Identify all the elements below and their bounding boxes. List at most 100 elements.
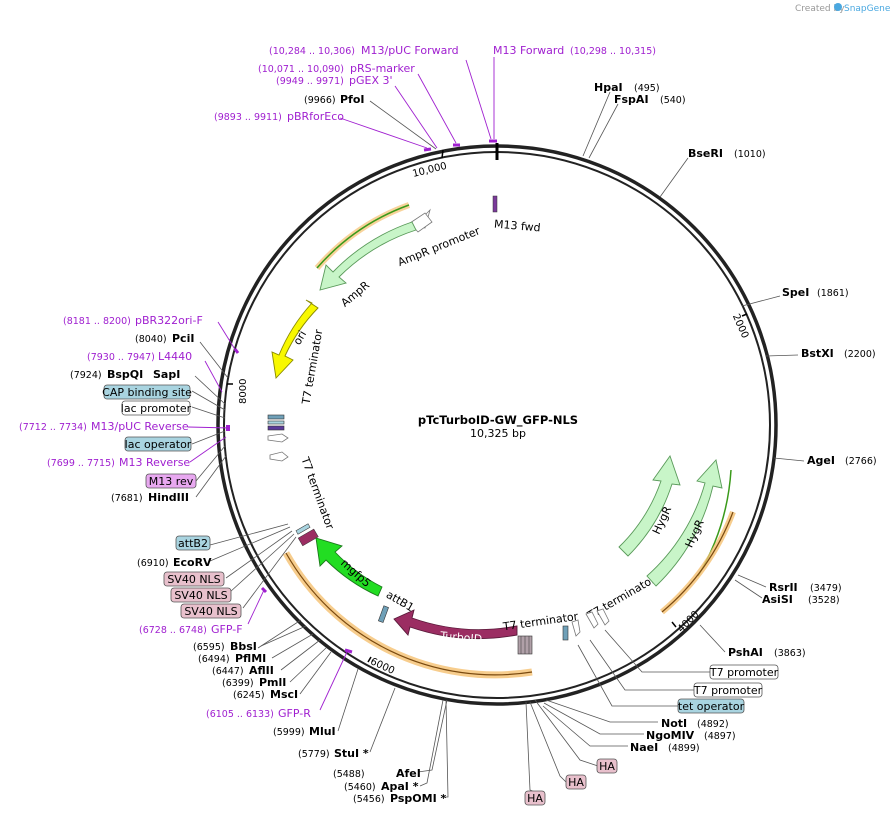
box-lac-operator	[124, 436, 192, 452]
sites-right: HpaI (495) FspAI (540) BseRI (1010) SpeI…	[524, 81, 877, 806]
feature-arrow	[596, 608, 610, 626]
lead-line	[337, 668, 359, 732]
primer-lead	[204, 360, 223, 393]
lead-line	[209, 526, 291, 562]
lead-line	[588, 103, 619, 159]
lead-line	[229, 533, 295, 593]
primer-lead	[319, 651, 348, 711]
feature-label-attb1: attB1	[384, 588, 416, 614]
primer-lead	[189, 436, 227, 463]
lead-line	[737, 574, 767, 588]
site-pos-agei: (2766)	[845, 456, 877, 467]
primer-name-pbr322ori-f: pBR322ori-F	[135, 314, 203, 327]
site-name-bstxi: BstXI	[801, 347, 834, 360]
site-name-spei: SpeI	[782, 286, 809, 299]
lead-line	[543, 702, 644, 735]
box-cap-binding-site	[103, 384, 191, 400]
primer-lead	[217, 321, 237, 352]
primer-pos-m13-puc-reverse: (7712 .. 7734)	[19, 422, 87, 433]
lead-line	[545, 699, 658, 723]
site-pos-pfoi: (9966)	[304, 95, 336, 106]
box-text-ha-1: HA	[599, 760, 615, 773]
site-name-stui: StuI *	[334, 747, 369, 760]
site-name-msci: MscI	[270, 688, 298, 701]
box-text-sv40-nls-3: SV40 NLS	[184, 605, 237, 618]
primer-lead	[339, 117, 428, 149]
site-name-bspqi: BspQI	[107, 368, 143, 381]
site-name-pshai: PshAI	[728, 646, 763, 659]
site-pos-hpai: (495)	[634, 83, 660, 94]
box-ha-2	[565, 774, 587, 790]
box-text-ha-2: HA	[568, 776, 584, 789]
feature-arrow	[585, 611, 599, 629]
primer-lead	[187, 426, 231, 429]
lead-line	[529, 701, 567, 783]
feature-label-m13-fwd: M13 fwd	[493, 218, 541, 235]
box-text-tet-operator: tet operator	[678, 700, 745, 713]
attb1-block	[377, 605, 389, 623]
primer-name-pgex-3: pGEX 3'	[349, 74, 393, 87]
primer-pos-prs-marker: (10,071 .. 10,090)	[258, 64, 344, 75]
site-name-aflii: AflII	[249, 664, 274, 677]
primer-name-m13-puc-reverse: M13/pUC Reverse	[91, 420, 189, 433]
feature-arrow	[267, 433, 289, 443]
tick-mark-4000	[671, 621, 677, 628]
lead-line	[417, 699, 448, 773]
primer-marker-m13-puc-reverse	[226, 425, 230, 431]
lead-line	[191, 390, 226, 411]
lead-line	[194, 375, 226, 405]
site-pos-bstxi: (2200)	[844, 349, 876, 360]
primer-name-gfp-r: GFP-R	[278, 707, 311, 720]
site-pos-bbsi: (6595)	[193, 642, 225, 653]
site-name-pmli: PmlI	[259, 676, 286, 689]
lead-line	[271, 633, 314, 659]
lead-line	[191, 406, 226, 419]
site-pos-pcii: (8040)	[135, 334, 167, 345]
lead-line	[191, 430, 226, 445]
tick-mark-10000	[441, 149, 444, 159]
primer-name-prs-marker: pRS-marker	[350, 62, 415, 75]
watermark-brand: SnapGene	[844, 4, 891, 14]
primer-marker-gfp-r	[344, 648, 353, 654]
feature-arrow-mgfp5	[315, 537, 383, 597]
feature-arrow-hygr-2	[646, 459, 723, 587]
box-text-cap-binding-site: CAP binding site	[102, 386, 192, 399]
box-text-sv40-nls-1: SV40 NLS	[167, 573, 220, 586]
site-name-sapi: SapI	[153, 368, 180, 381]
primer-lead	[394, 85, 438, 149]
lead-line	[765, 354, 799, 357]
site-name-asisi: AsiSI	[762, 593, 793, 606]
primer-pos-l4440: (7930 .. 7947)	[87, 352, 155, 363]
primer-name-m13-puc-forward: M13/pUC Forward	[361, 44, 459, 57]
site-name-agei: AgeI	[807, 454, 835, 467]
site-name-ecorv: EcoRV	[173, 556, 212, 569]
primer-name-gfp-f: GFP-F	[211, 623, 243, 636]
primer-pos-gfp-r: (6105 .. 6133)	[206, 709, 274, 720]
sites-bottom: AfeI (5488) ApaI * (5460) PspOMI * (5456…	[137, 523, 449, 805]
site-pos-psphomi: (5456)	[353, 794, 385, 805]
orf-main-line	[285, 552, 533, 676]
feature-label-turboid: TurboID	[439, 629, 483, 646]
lead-line	[525, 701, 536, 793]
lead-line	[299, 651, 332, 695]
box-sv40-nls-1	[163, 571, 225, 587]
lead-line	[604, 629, 710, 673]
feature-arrow	[269, 451, 289, 462]
watermark: Created by SnapGene	[795, 3, 891, 14]
feature-label-t7-terminator-4: T7 terminator	[585, 573, 658, 623]
lead-line	[577, 644, 678, 707]
site-pos-bseri: (1010)	[734, 149, 766, 160]
site-pos-ecorv: (6910)	[137, 558, 169, 569]
lead-line	[209, 523, 289, 546]
sites-left: HindIII (7681) M13 rev M13 Reverse (7699…	[19, 314, 240, 504]
lead-line	[195, 445, 226, 482]
tick-mark-6000	[367, 656, 372, 663]
site-pos-mlui: (5999)	[273, 727, 305, 738]
lead-line	[257, 619, 302, 649]
site-pos-asisi: (3528)	[808, 595, 840, 606]
site-pos-spei: (1861)	[817, 288, 849, 299]
m13-fwd-marker	[492, 195, 498, 213]
backbone	[216, 143, 778, 706]
site-pos-pflmi: (6494)	[198, 654, 230, 665]
orf-hygr-line-2	[661, 511, 734, 613]
